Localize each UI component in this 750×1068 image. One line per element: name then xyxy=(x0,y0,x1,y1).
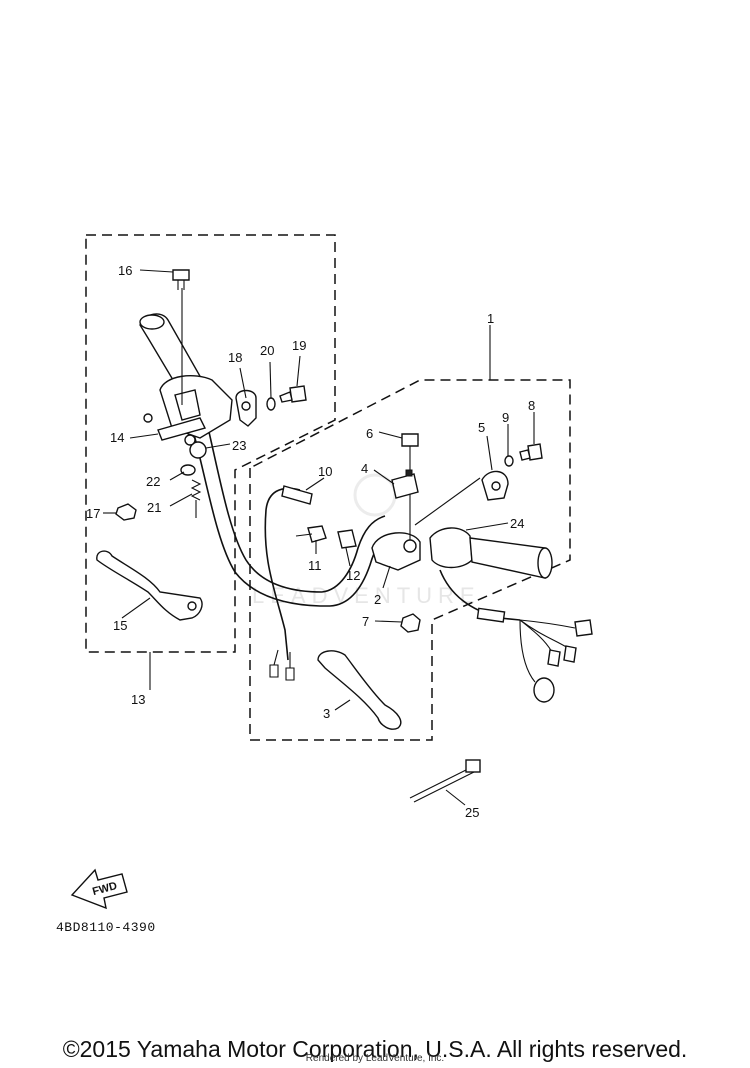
fwd-arrow-icon: FWD xyxy=(70,868,128,910)
part-14-bracket xyxy=(143,413,207,441)
callout-23: 23 xyxy=(232,438,246,453)
callout-8: 8 xyxy=(528,398,535,413)
callout-12: 12 xyxy=(346,568,360,583)
callout-17: 17 xyxy=(86,506,100,521)
part-22-pivot xyxy=(180,464,196,476)
part-12-adjuster xyxy=(337,529,357,549)
part-25-cable-tie xyxy=(409,759,481,803)
callout-20: 20 xyxy=(260,343,274,358)
callout-3: 3 xyxy=(323,706,330,721)
part-20-washer xyxy=(266,397,276,411)
callout-21: 21 xyxy=(147,500,161,515)
part-4-switch xyxy=(391,469,419,499)
callout-14: 14 xyxy=(110,430,124,445)
callout-15: 15 xyxy=(113,618,127,633)
part-24-right-switch xyxy=(429,527,553,579)
callout-9: 9 xyxy=(502,410,509,425)
callout-11: 11 xyxy=(308,558,322,573)
part-9-washer xyxy=(504,455,514,467)
part-18-clamp xyxy=(235,389,257,427)
rendered-by-notice: Rendered by LeadVenture, Inc. xyxy=(305,1053,445,1064)
part-7-nut xyxy=(400,613,421,633)
part-23-knob xyxy=(184,434,207,459)
callout-6: 6 xyxy=(366,426,373,441)
part-8-screw xyxy=(519,443,543,461)
part-16-bolt xyxy=(172,269,190,290)
part-3-lever xyxy=(317,650,402,730)
callouts: 1 2 3 4 5 6 7 8 9 10 11 12 13 14 15 16 1… xyxy=(86,263,535,820)
left-switch-housing xyxy=(159,288,233,439)
part-17-nut xyxy=(115,503,137,521)
callout-5: 5 xyxy=(478,420,485,435)
callout-10: 10 xyxy=(318,464,332,479)
part-6-bolt xyxy=(401,433,419,540)
callout-18: 18 xyxy=(228,350,242,365)
part-10-cable xyxy=(264,485,313,681)
leader-lines xyxy=(103,269,535,806)
callout-13: 13 xyxy=(131,692,145,707)
callout-16: 16 xyxy=(118,263,132,278)
watermark: LEADVENTURE xyxy=(252,583,481,608)
part-number-code: 4BD8110-4390 xyxy=(56,920,156,935)
part-5-clamp xyxy=(481,470,509,501)
part-11-nut xyxy=(295,525,327,543)
callout-2: 2 xyxy=(374,592,381,607)
part-2-holder xyxy=(371,532,421,571)
callout-1: 1 xyxy=(487,311,494,326)
callout-25: 25 xyxy=(465,805,479,820)
callout-7: 7 xyxy=(362,614,369,629)
right-switch-group-outline xyxy=(249,379,571,741)
callout-22: 22 xyxy=(146,474,160,489)
wiring-harness xyxy=(439,569,593,703)
left-switch-group-outline xyxy=(85,234,336,653)
part-19-bolt xyxy=(279,385,307,403)
callout-24: 24 xyxy=(510,516,524,531)
callout-4: 4 xyxy=(361,461,368,476)
part-21-spring xyxy=(190,479,202,518)
copyright-notice: ©2015 Yamaha Motor Corporation, U.S.A. A… xyxy=(62,1036,688,1062)
part-15-lever xyxy=(96,550,203,621)
callout-19: 19 xyxy=(292,338,306,353)
